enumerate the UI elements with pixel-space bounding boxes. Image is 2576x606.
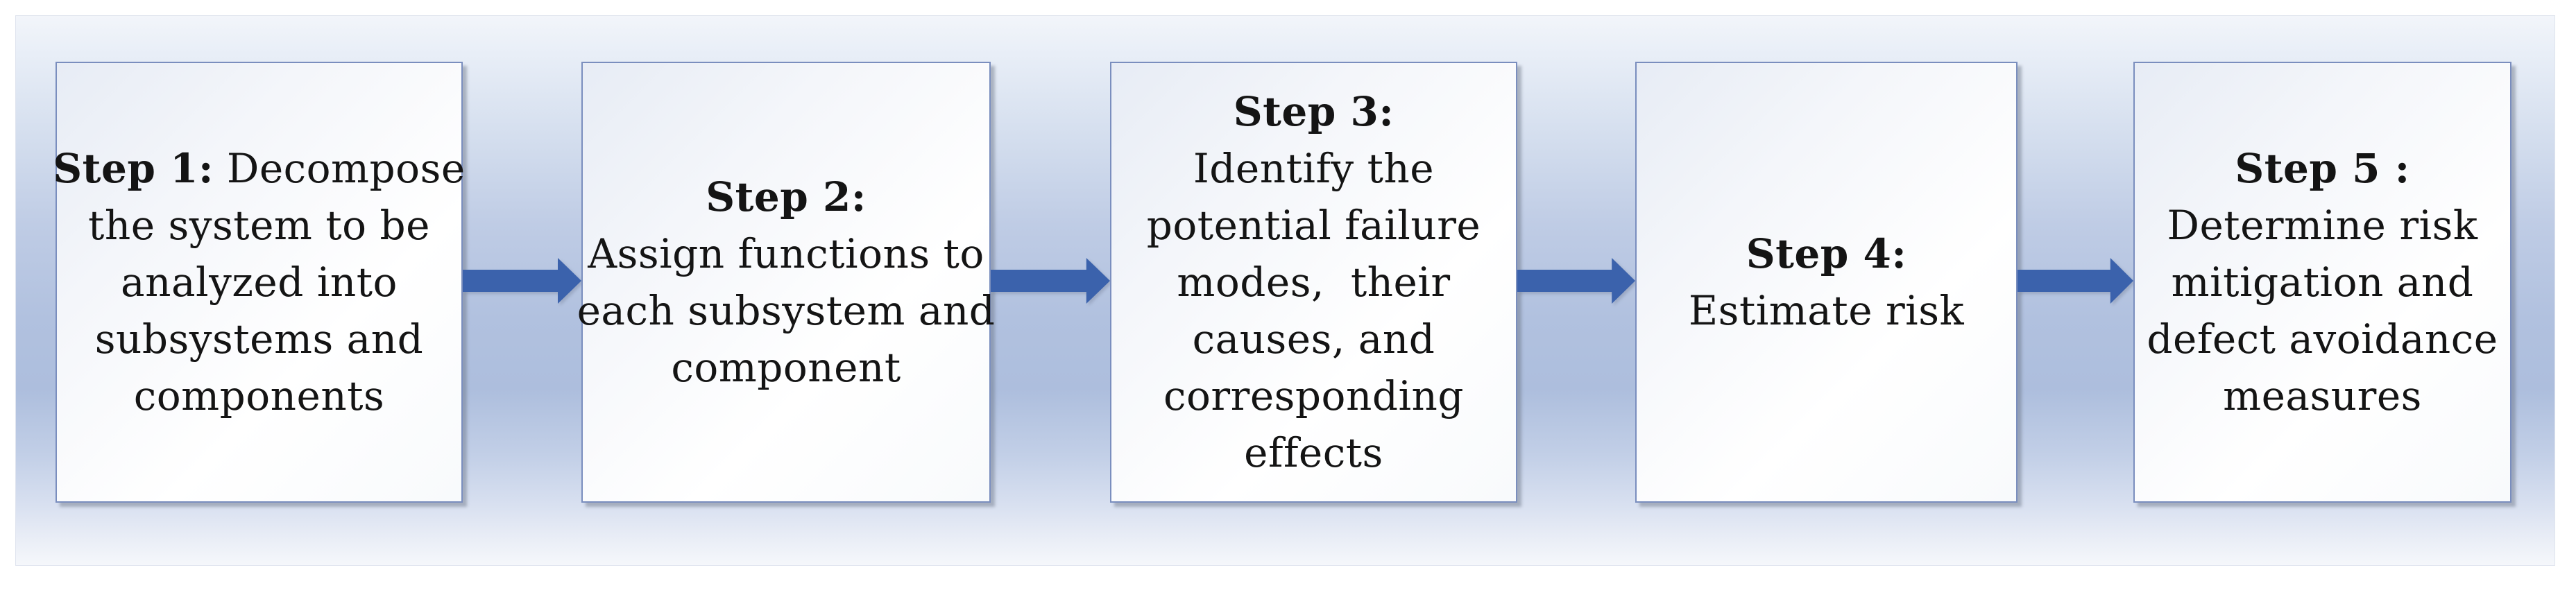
step-4-body: Estimate risk [1688, 287, 1965, 334]
step-5-title: Step 5 : [2235, 145, 2410, 192]
gradient-background-panel: Step 1: Decompose the system to be analy… [15, 15, 2555, 566]
arrow-right-icon-1 [463, 258, 581, 304]
step-2-text: Step 2: Assign functions to each subsyst… [577, 168, 996, 396]
step-5-text: Step 5 : Determine risk mitigation and d… [2147, 140, 2498, 424]
arrow-right-icon-2 [991, 258, 1110, 304]
step-3-body: Identify the potential failure modes, th… [1146, 145, 1481, 476]
step-4-title: Step 4: [1746, 230, 1907, 277]
step-box-4: Step 4: Estimate risk [1635, 62, 2018, 503]
arrow-right-icon-4 [2018, 258, 2133, 304]
arrow-right-icon-3 [1517, 258, 1635, 304]
arrow-right-shape [1517, 258, 1635, 304]
arrow-right-shape [991, 258, 1110, 304]
step-2-body: Assign functions to each subsystem and c… [577, 230, 996, 391]
step-1-body: Decompose the system to be analyzed into… [88, 145, 466, 419]
arrow-right-shape [463, 258, 581, 304]
step-box-2: Step 2: Assign functions to each subsyst… [577, 62, 995, 503]
step-box-1: Step 1: Decompose the system to be analy… [53, 62, 465, 503]
step-3-text: Step 3: Identify the potential failure m… [1147, 83, 1481, 481]
step-2-title: Step 2: [706, 173, 867, 220]
step-4-text: Step 4: Estimate risk [1689, 225, 1964, 339]
arrow-right-shape [2018, 258, 2133, 304]
step-1-text: Step 1: Decompose the system to be analy… [53, 140, 465, 424]
step-box-3: Step 3: Identify the potential failure m… [1110, 62, 1517, 503]
step-box-5: Step 5 : Determine risk mitigation and d… [2133, 62, 2511, 503]
step-3-title: Step 3: [1233, 88, 1394, 135]
step-5-body: Determine risk mitigation and defect avo… [2147, 202, 2498, 419]
step-1-title: Step 1: [53, 145, 214, 192]
